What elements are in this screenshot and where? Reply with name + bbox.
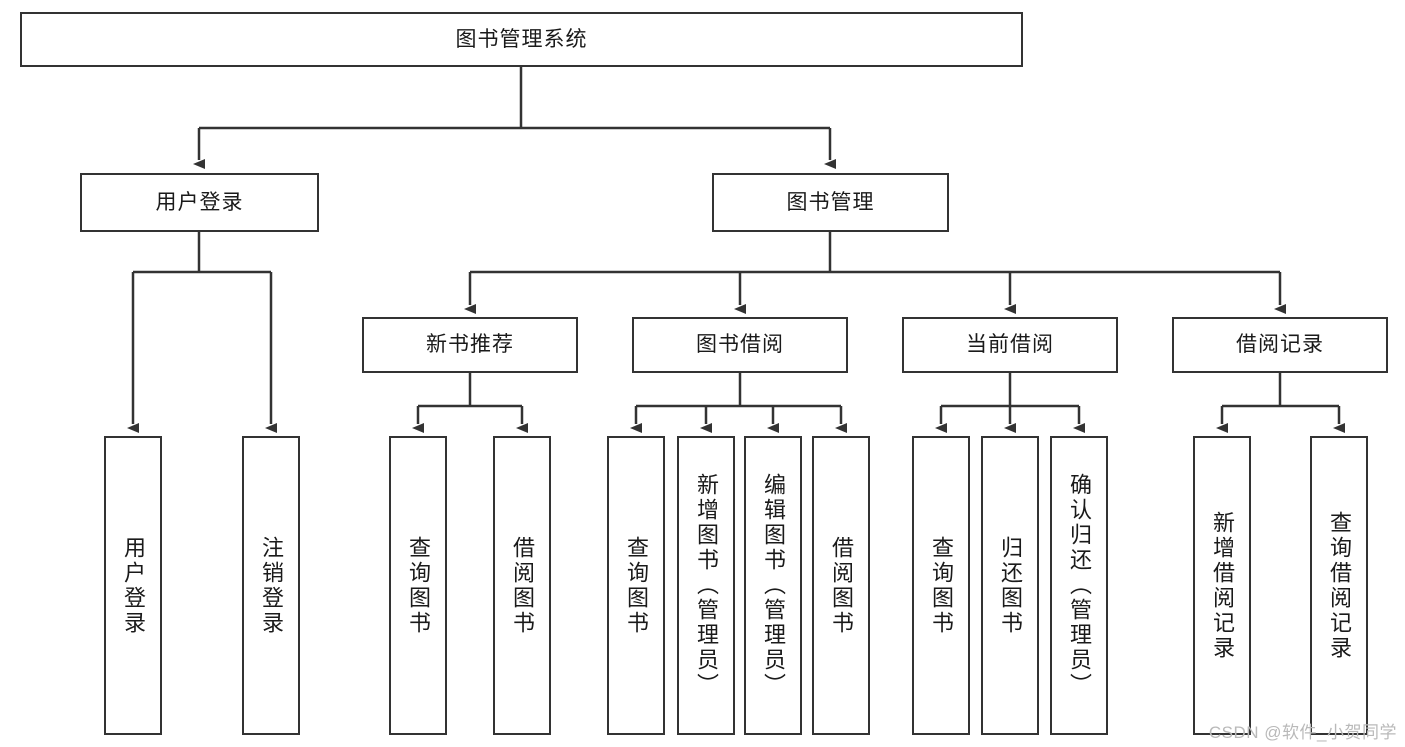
leaf-add-book-admin[interactable]: 新增图书（管理员） xyxy=(677,436,735,735)
node-label: 当前借阅 xyxy=(966,333,1054,357)
node-label: 注销登录 xyxy=(259,535,284,636)
node-new-book-recommend[interactable]: 新书推荐 xyxy=(362,317,578,373)
leaf-query-borrow-record[interactable]: 查询借阅记录 xyxy=(1310,436,1368,735)
csdn-watermark: CSDN @软件_小贺同学 xyxy=(1208,723,1397,742)
node-label: 新书推荐 xyxy=(426,333,514,357)
node-label: 借阅记录 xyxy=(1236,333,1324,357)
node-label: 图书借阅 xyxy=(696,333,784,357)
node-label: 图书管理系统 xyxy=(455,27,588,51)
leaf-logout[interactable]: 注销登录 xyxy=(242,436,300,735)
leaf-edit-book-admin[interactable]: 编辑图书（管理员） xyxy=(744,436,802,735)
node-label: 借阅图书 xyxy=(829,535,854,636)
node-label: 确认归还（管理员） xyxy=(1067,473,1092,698)
node-book-borrow[interactable]: 图书借阅 xyxy=(632,317,848,373)
node-root-book-management-system[interactable]: 图书管理系统 xyxy=(20,12,1023,67)
node-label: 查询图书 xyxy=(624,535,649,636)
node-label: 编辑图书（管理员） xyxy=(761,473,786,698)
leaf-confirm-return-admin[interactable]: 确认归还（管理员） xyxy=(1050,436,1108,735)
node-label: 查询借阅记录 xyxy=(1327,510,1352,661)
node-label: 新增图书（管理员） xyxy=(694,473,719,698)
node-label: 新增借阅记录 xyxy=(1210,510,1235,661)
node-book-management[interactable]: 图书管理 xyxy=(712,173,949,232)
leaf-query-book-recommend[interactable]: 查询图书 xyxy=(389,436,447,735)
leaf-user-login[interactable]: 用户登录 xyxy=(104,436,162,735)
node-borrow-record[interactable]: 借阅记录 xyxy=(1172,317,1388,373)
leaf-query-book-current[interactable]: 查询图书 xyxy=(912,436,970,735)
node-label: 归还图书 xyxy=(998,535,1023,636)
node-current-borrow[interactable]: 当前借阅 xyxy=(902,317,1118,373)
leaf-borrow-book[interactable]: 借阅图书 xyxy=(812,436,870,735)
leaf-add-borrow-record[interactable]: 新增借阅记录 xyxy=(1193,436,1251,735)
leaf-query-book-borrow[interactable]: 查询图书 xyxy=(607,436,665,735)
node-label: 图书管理 xyxy=(786,190,875,214)
node-label: 用户登录 xyxy=(121,535,146,636)
leaf-borrow-book-recommend[interactable]: 借阅图书 xyxy=(493,436,551,735)
node-label: 借阅图书 xyxy=(510,535,535,636)
node-user-login[interactable]: 用户登录 xyxy=(80,173,319,232)
node-label: 查询图书 xyxy=(929,535,954,636)
node-label: 用户登录 xyxy=(155,190,244,214)
node-label: 查询图书 xyxy=(406,535,431,636)
leaf-return-book[interactable]: 归还图书 xyxy=(981,436,1039,735)
